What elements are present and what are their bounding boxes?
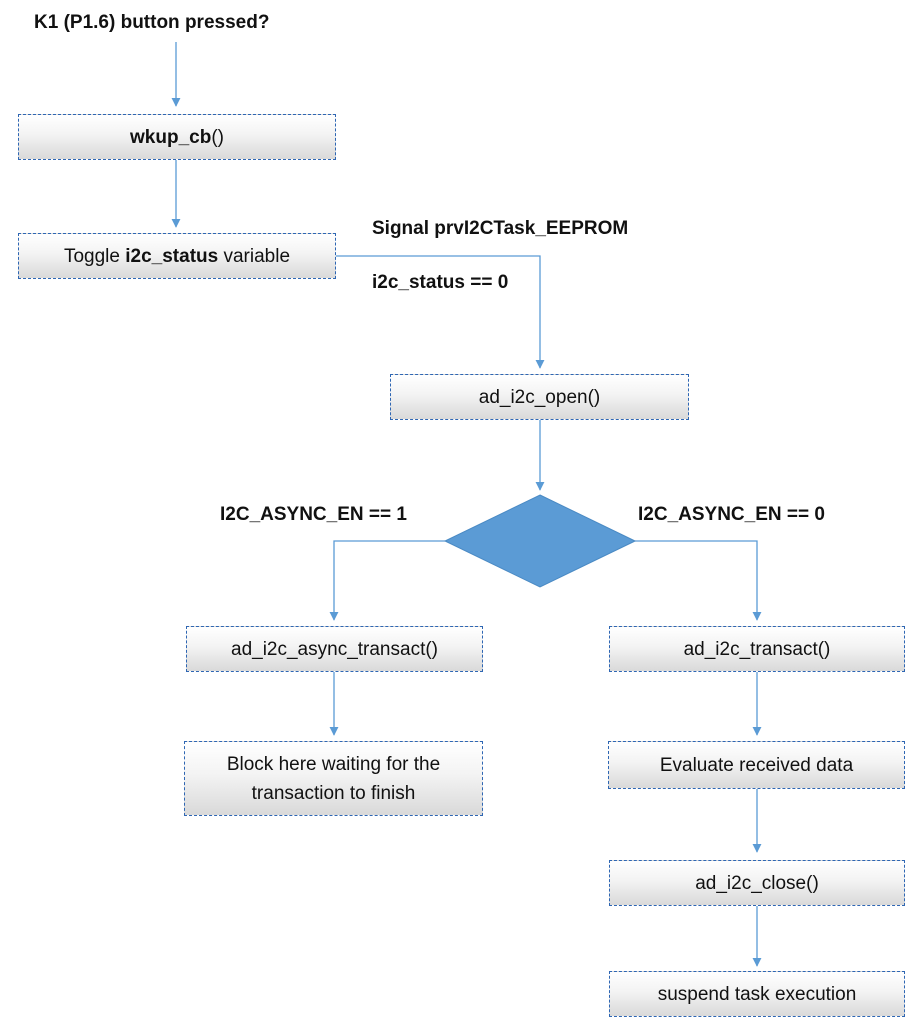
signal-label: Signal prvI2CTask_EEPROM	[372, 218, 629, 239]
wkup-cb-box: wkup_cb()	[18, 114, 336, 160]
wkup-cb-parens: ()	[211, 126, 224, 148]
toggle-variable-name: i2c_status	[125, 245, 219, 267]
arrow-decision-to-transact	[635, 540, 762, 621]
toggle-prefix: Toggle	[63, 245, 126, 267]
wkup-cb-name: wkup_cb	[130, 126, 212, 148]
toggle-suffix: variable	[218, 245, 291, 267]
toggle-status-box: Toggle i2c_status variable	[18, 233, 336, 279]
i2c-open-box: ad_i2c_open()	[390, 374, 689, 420]
async-on-label: I2C_ASYNC_EN == 1	[220, 504, 407, 525]
block-waiting-box: Block here waiting for the transaction t…	[184, 741, 483, 816]
decision-diamond	[443, 494, 637, 588]
arrow-decision-to-async	[329, 540, 445, 621]
async-transact-box: ad_i2c_async_transact()	[186, 626, 483, 672]
transact-box: ad_i2c_transact()	[609, 626, 905, 672]
condition-label: i2c_status == 0	[372, 272, 509, 293]
async-off-label: I2C_ASYNC_EN == 0	[638, 504, 825, 525]
block-waiting-line1: Block here waiting for the	[226, 753, 441, 775]
suspend-task-box: suspend task execution	[609, 971, 905, 1017]
i2c-close-box: ad_i2c_close()	[609, 860, 905, 906]
evaluate-data-box: Evaluate received data	[608, 741, 905, 789]
arrow-toggle-to-open	[336, 255, 545, 369]
trigger-label: K1 (P1.6) button pressed?	[34, 12, 270, 33]
block-waiting-line2: transaction to finish	[251, 782, 416, 804]
